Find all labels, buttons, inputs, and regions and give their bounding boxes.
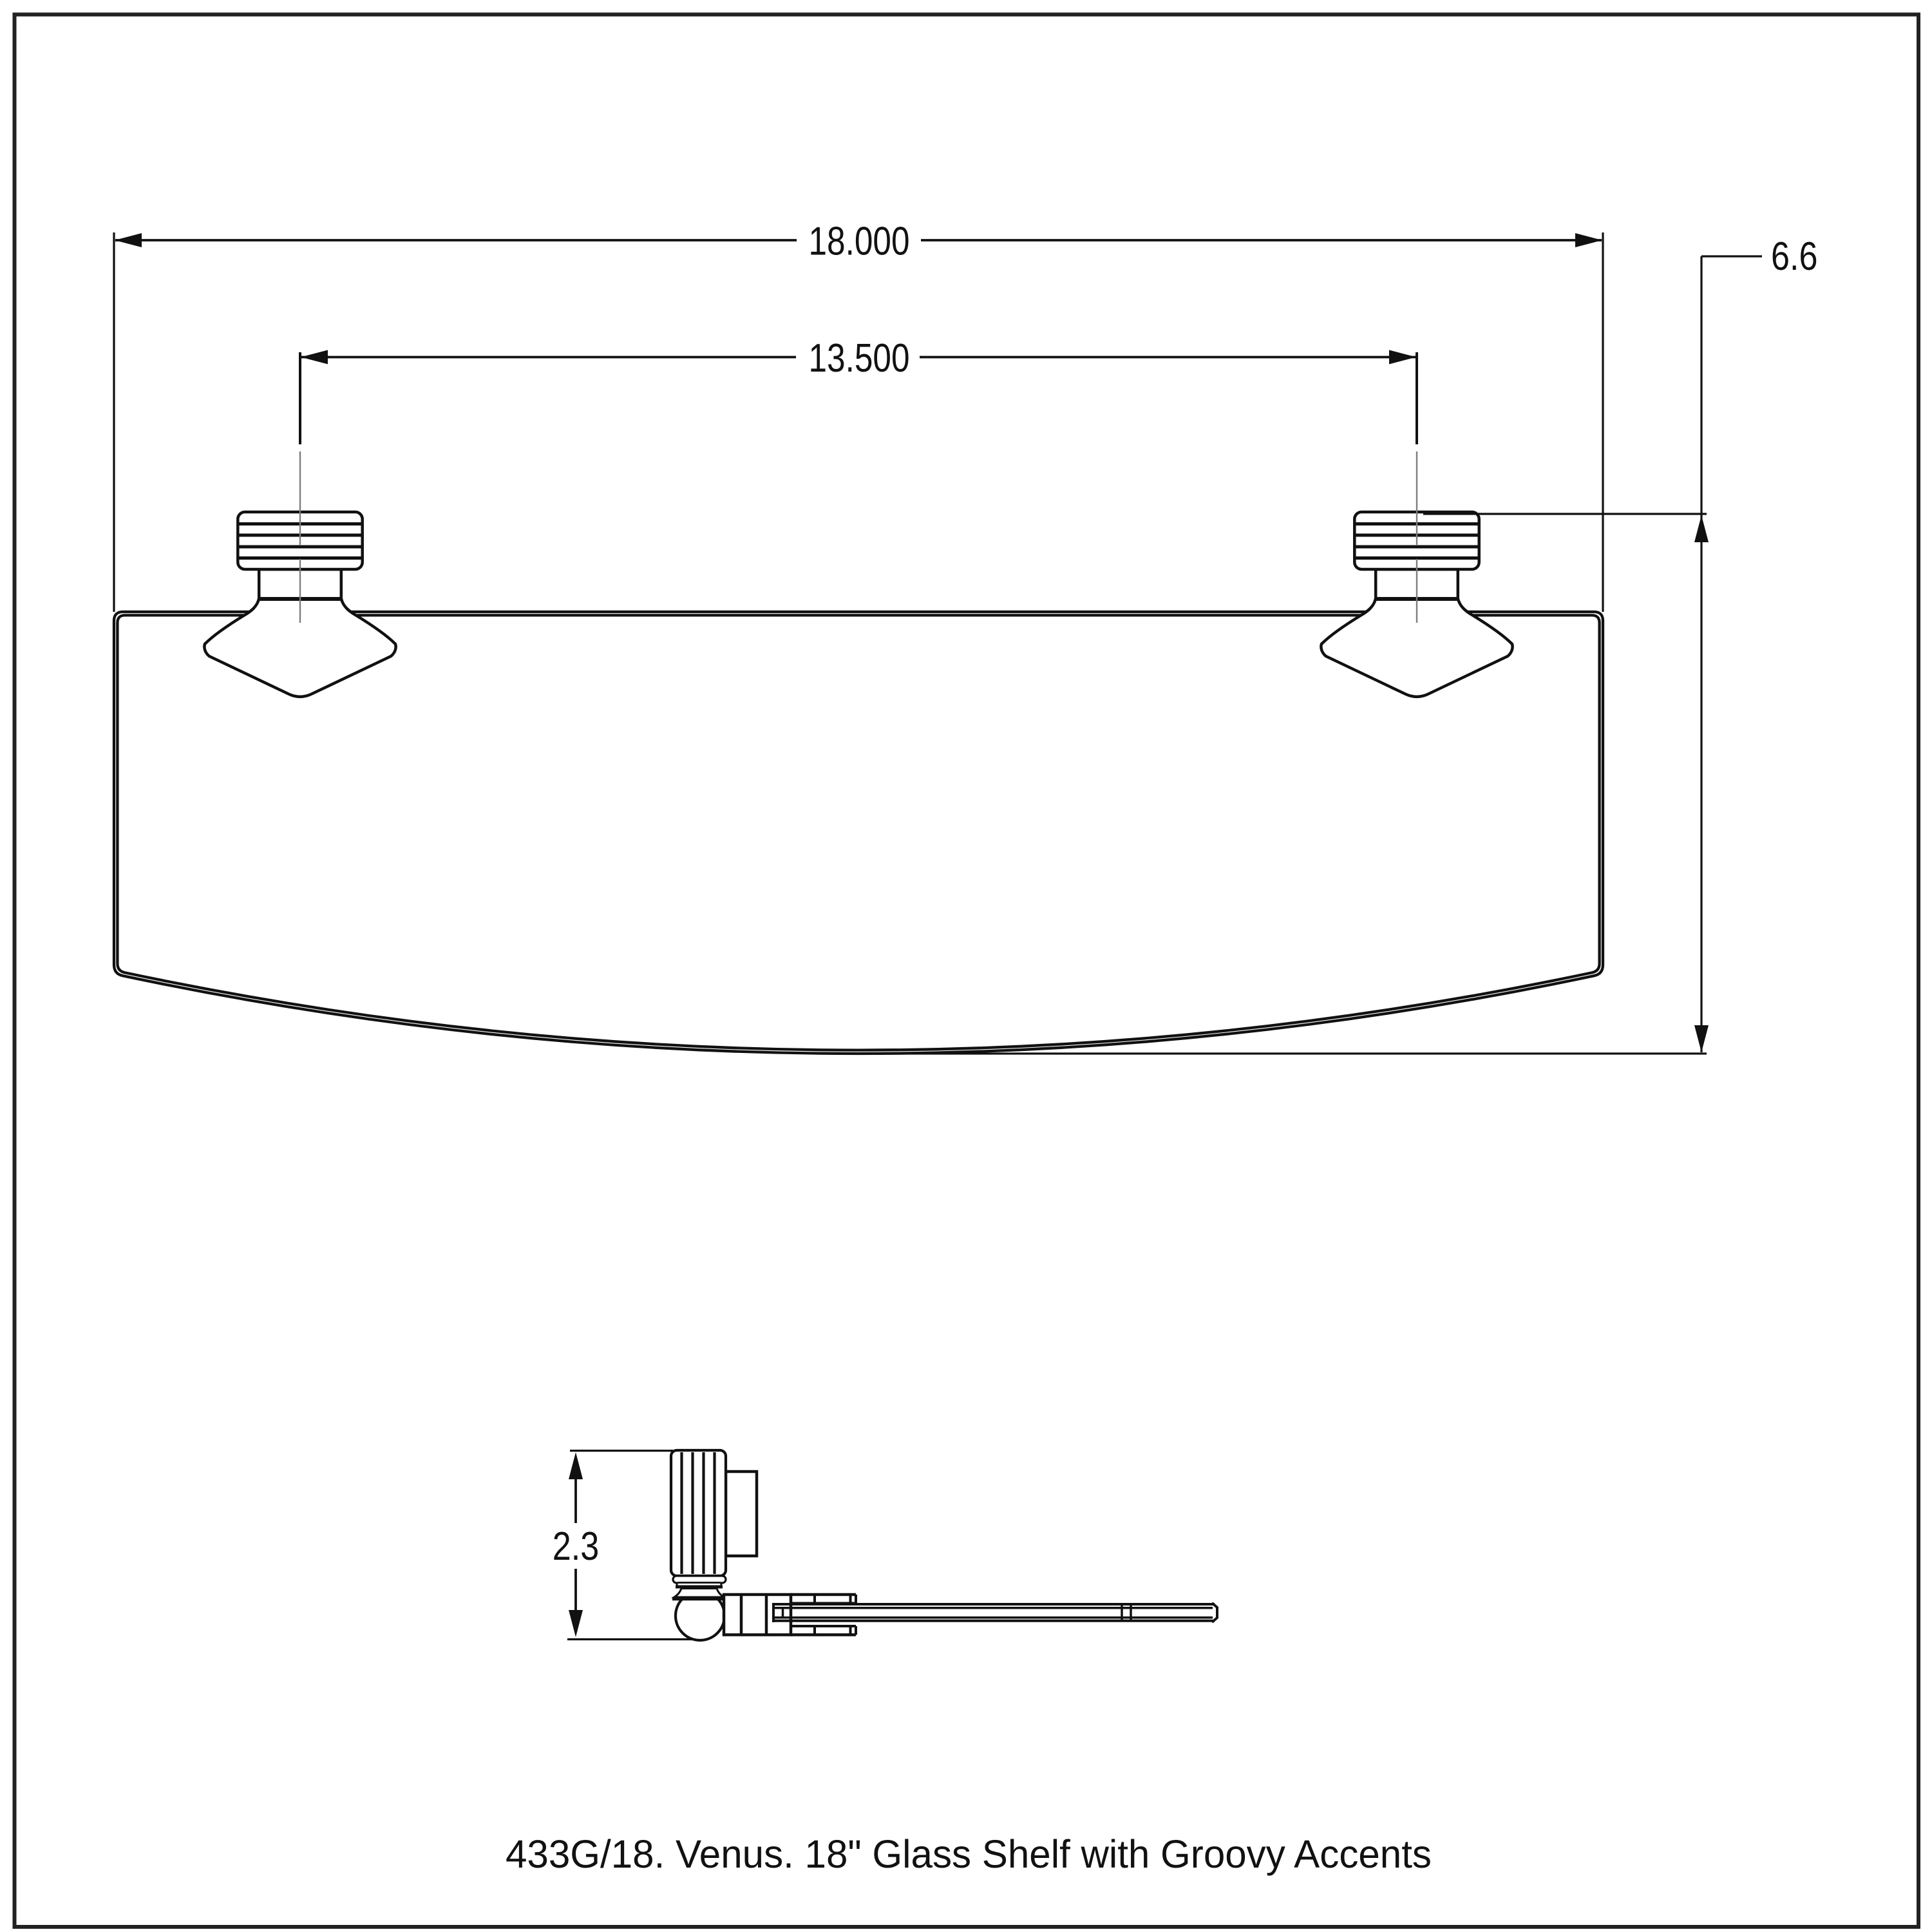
svg-text:18.000: 18.000 bbox=[809, 220, 910, 264]
svg-text:13.500: 13.500 bbox=[809, 336, 910, 381]
svg-text:2.3: 2.3 bbox=[553, 1524, 600, 1569]
svg-text:6.6: 6.6 bbox=[1771, 234, 1818, 279]
svg-text:433G/18. Venus. 18" Glass Shel: 433G/18. Venus. 18" Glass Shelf with Gro… bbox=[506, 1832, 1432, 1877]
